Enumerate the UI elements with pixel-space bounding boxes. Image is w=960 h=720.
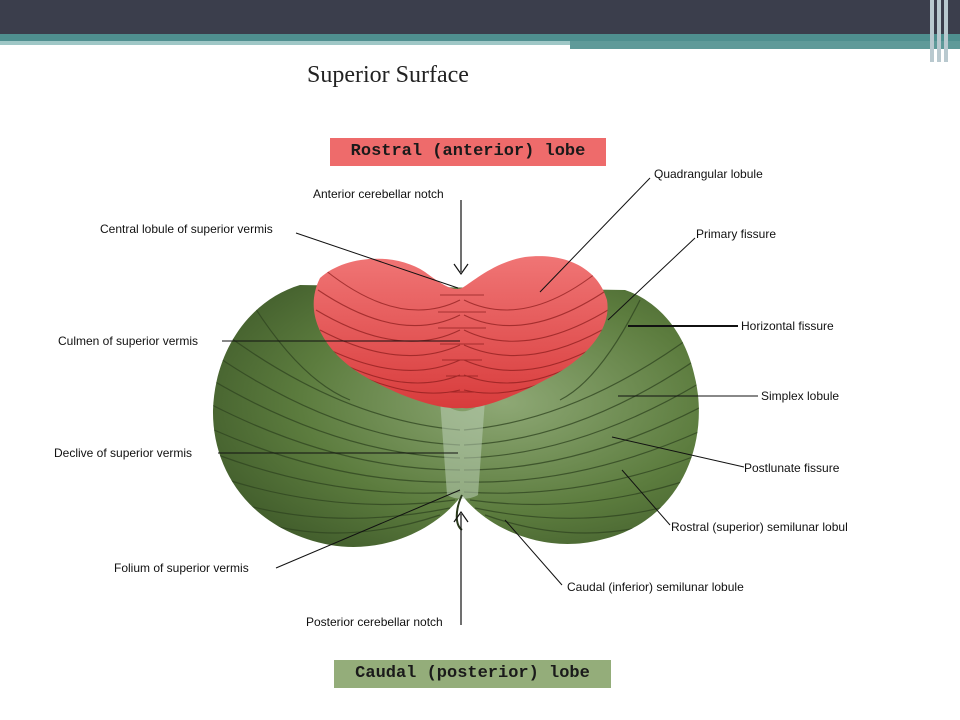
label-culmen: Culmen of superior vermis bbox=[58, 334, 198, 348]
caudal-lobe-label: Caudal (posterior) lobe bbox=[334, 660, 611, 688]
slide-title: Superior Surface bbox=[307, 62, 469, 88]
anterior-lobe-shape bbox=[313, 256, 608, 409]
label-horizontal-fissure: Horizontal fissure bbox=[741, 319, 834, 333]
label-central-lobule: Central lobule of superior vermis bbox=[100, 222, 273, 236]
label-folium: Folium of superior vermis bbox=[114, 561, 249, 575]
slide-accent-bar-light bbox=[0, 41, 570, 45]
label-rostral-semilunar-lobule: Rostral (superior) semilunar lobul bbox=[671, 520, 848, 534]
label-quadrangular-lobule: Quadrangular lobule bbox=[654, 167, 763, 181]
label-postlunate-fissure: Postlunate fissure bbox=[744, 461, 840, 475]
label-primary-fissure: Primary fissure bbox=[696, 227, 776, 241]
label-posterior-cerebellar-notch: Posterior cerebellar notch bbox=[306, 615, 443, 629]
label-caudal-semilunar-lobule: Caudal (inferior) semilunar lobule bbox=[567, 580, 744, 594]
notch-arrows bbox=[453, 200, 469, 625]
leader-lines bbox=[218, 177, 758, 586]
label-declive: Declive of superior vermis bbox=[54, 446, 192, 460]
slide-accent-bar-right bbox=[570, 41, 960, 49]
slide-header-bar bbox=[0, 0, 960, 34]
slide-accent-bar bbox=[0, 34, 960, 41]
label-anterior-cerebellar-notch: Anterior cerebellar notch bbox=[313, 187, 444, 201]
rostral-lobe-label: Rostral (anterior) lobe bbox=[330, 138, 606, 166]
label-simplex-lobule: Simplex lobule bbox=[761, 389, 839, 403]
slide-corner-decoration bbox=[930, 0, 952, 62]
